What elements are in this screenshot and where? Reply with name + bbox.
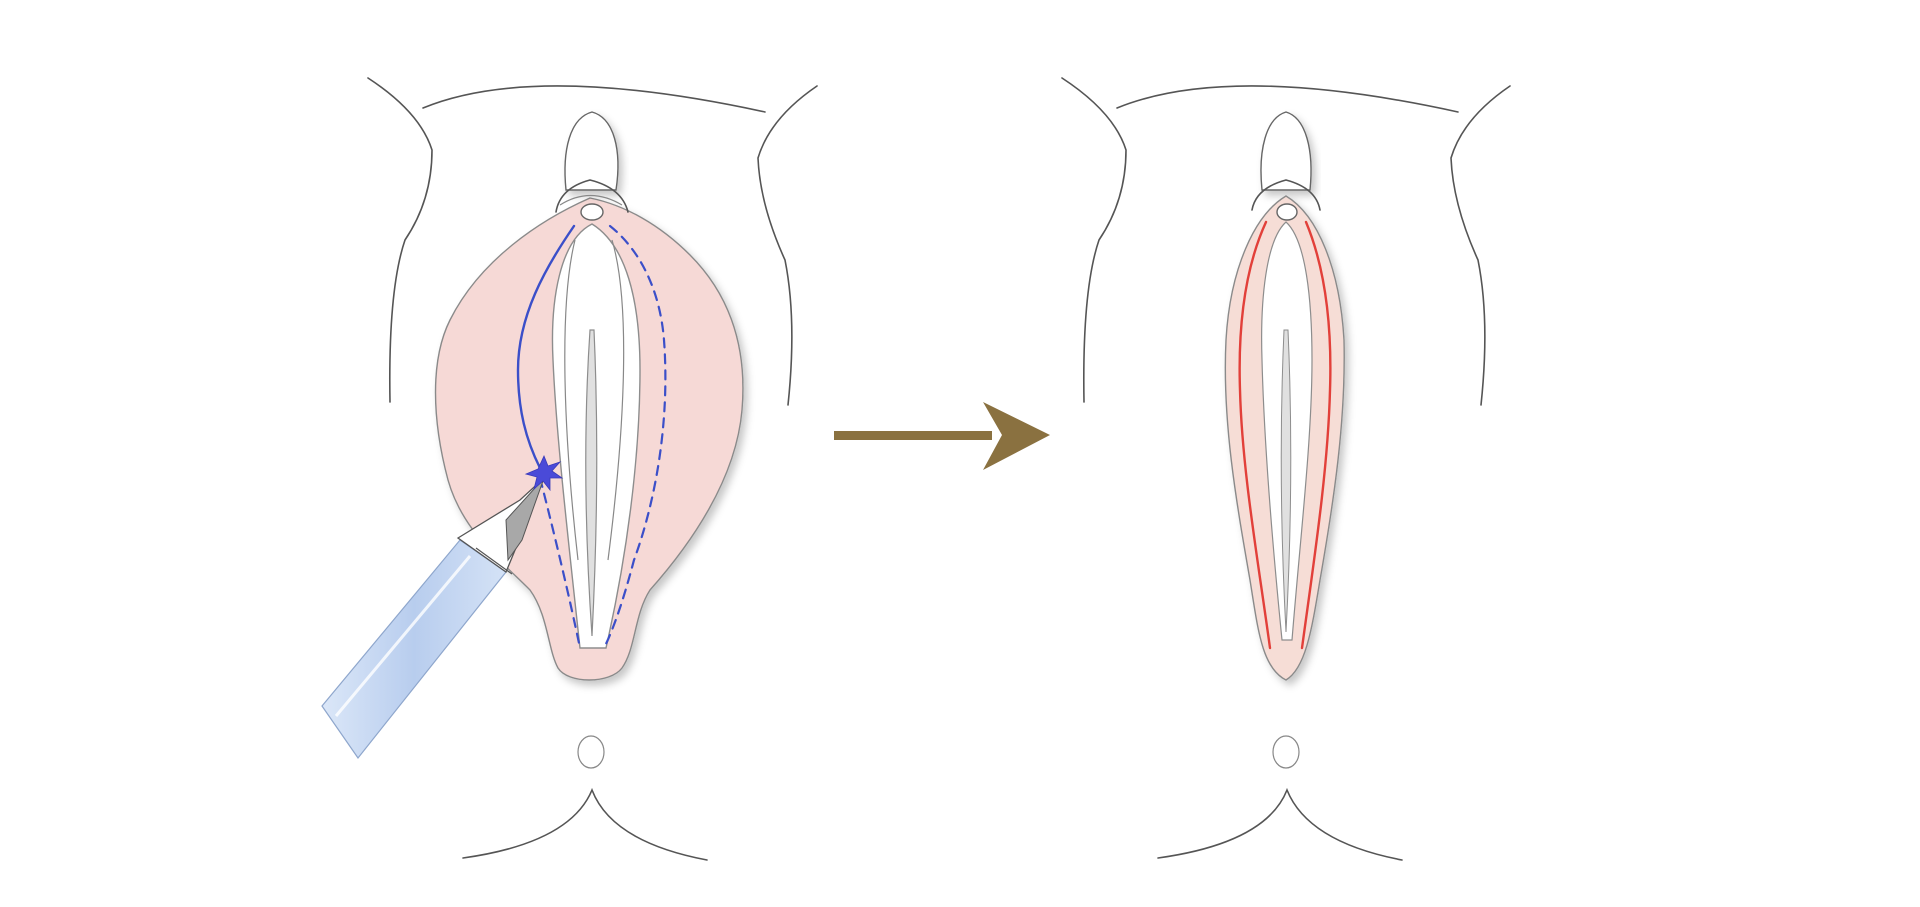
suture-line-right [1300,220,1332,650]
laser-pen-icon [321,477,545,760]
suture-line-left [1238,220,1272,650]
clitoris-after [1276,203,1298,221]
clitoris [580,203,604,221]
incision-line-dashed-right [602,224,667,650]
vaginal-opening-after [1280,329,1292,633]
body-outline-after [1061,77,1511,861]
right-arrow-icon [834,402,1050,470]
panel-after [1061,77,1511,861]
body-outline [367,77,818,861]
incision-line-solid [516,224,576,470]
panel-before [321,77,818,861]
laser-spark-icon [524,454,564,492]
clitoral-hood-after [1260,111,1312,191]
incision-line-dashed-left [538,476,582,650]
vaginal-opening [585,329,598,637]
clitoral-hood [564,111,619,191]
